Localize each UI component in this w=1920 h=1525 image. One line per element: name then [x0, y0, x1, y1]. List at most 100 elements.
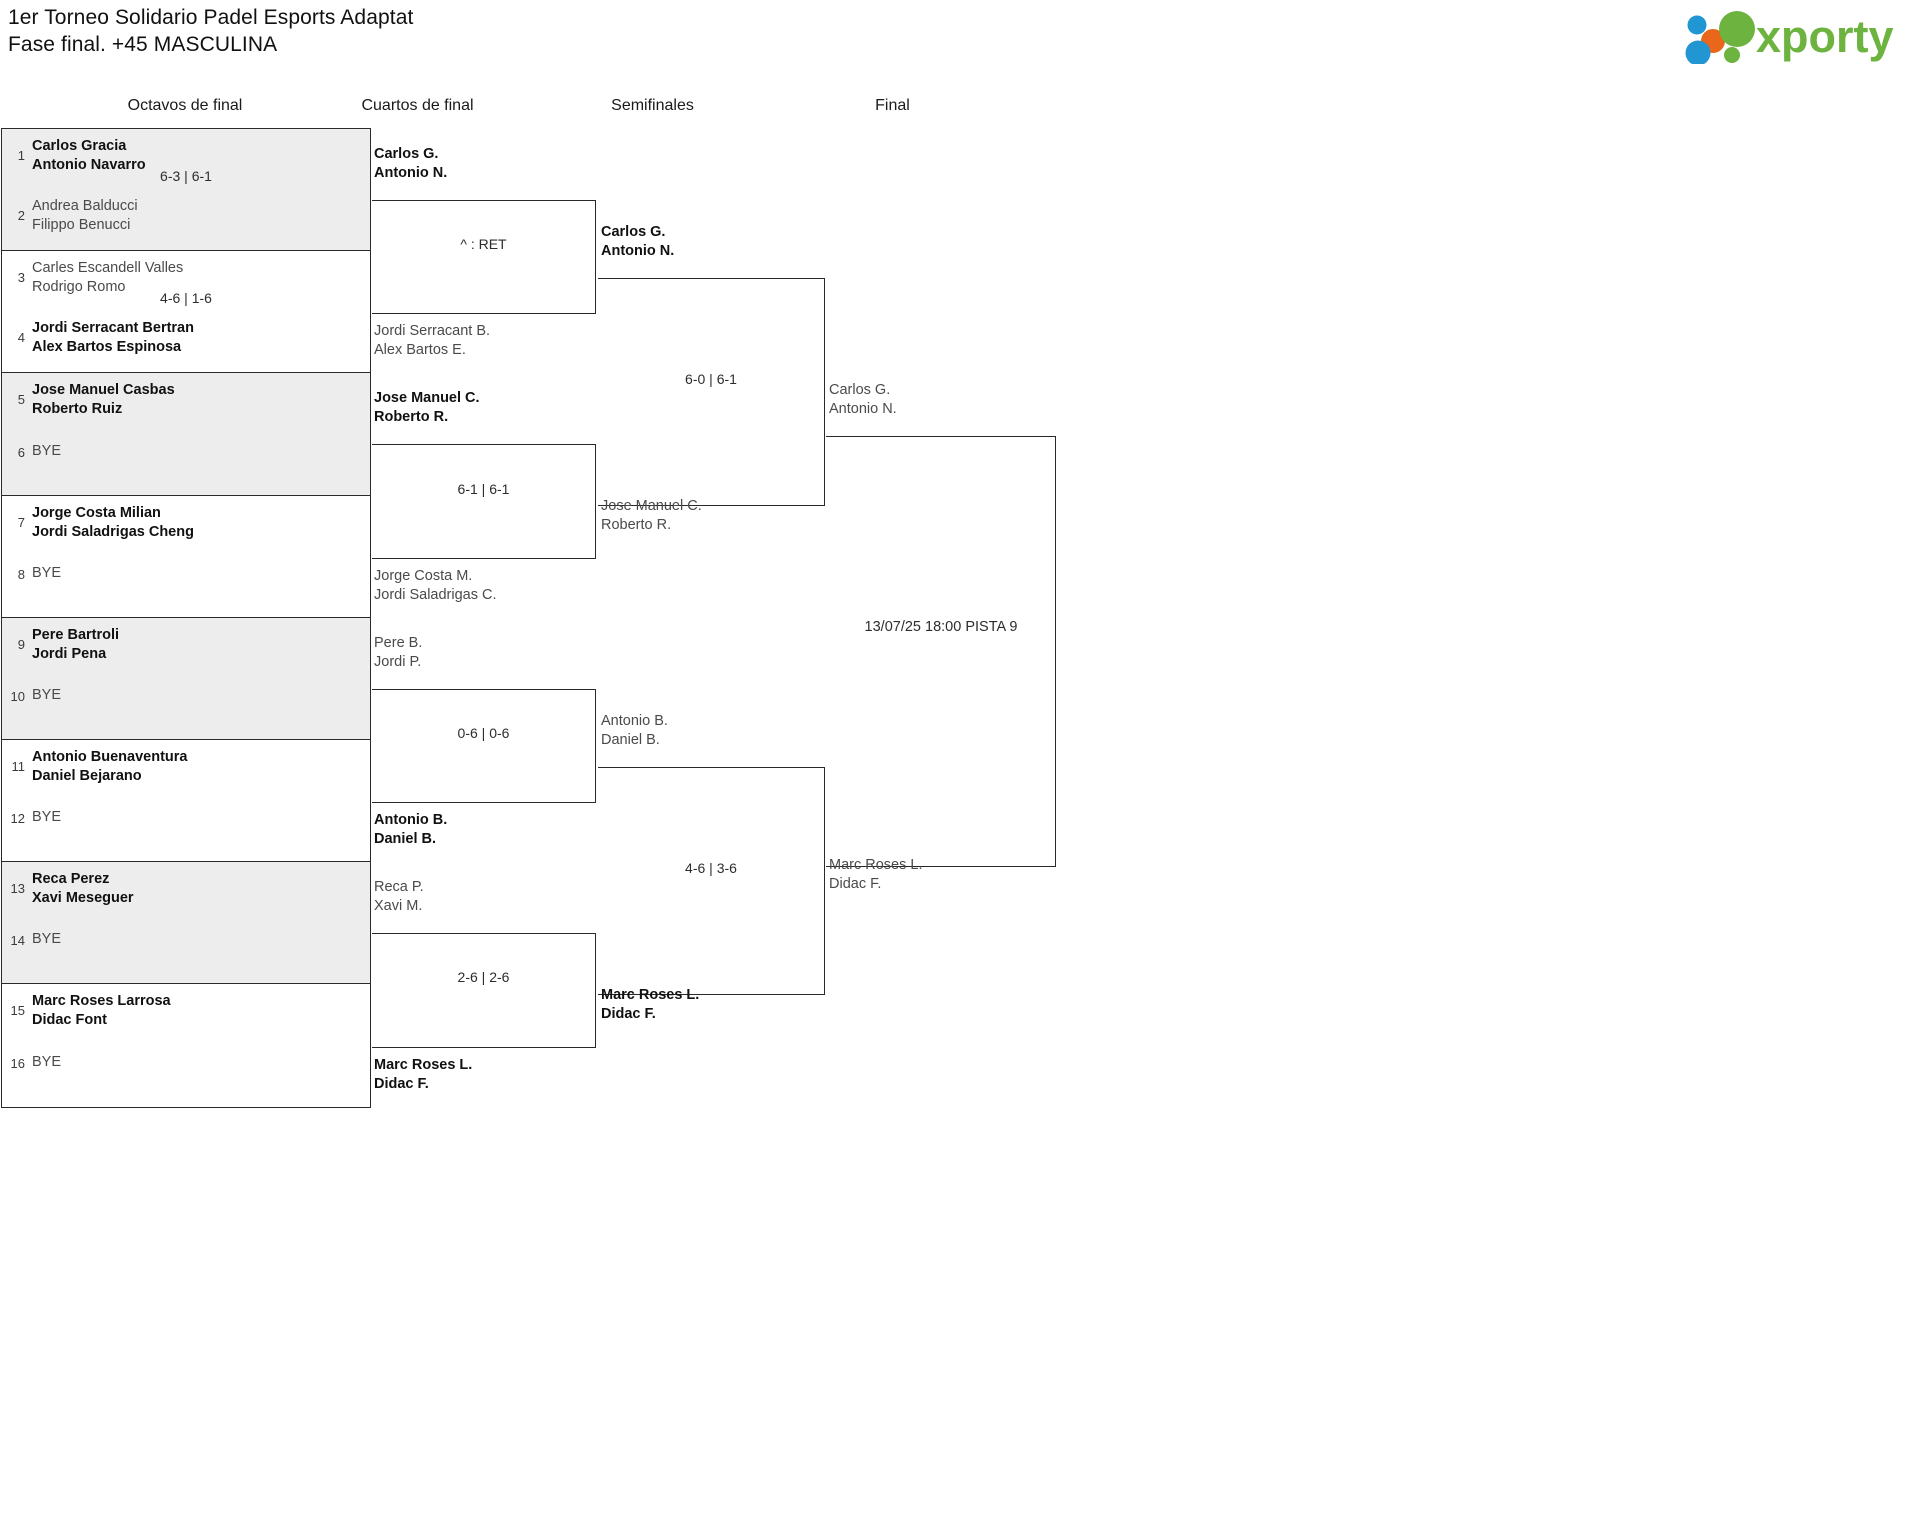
seed-number: 13 [10, 881, 25, 897]
round3-team-top[interactable]: Antonio B. Daniel B. [601, 712, 668, 750]
player-name-2: Antonio N. [601, 243, 675, 259]
player-name-2: Xavi Meseguer [32, 890, 134, 907]
player-name-1: Carlos G. [601, 224, 666, 240]
round2-team-bottom[interactable]: Jorge Costa M.Jordi Saladrigas C. [374, 567, 497, 605]
xporty-logo-svg: xporty [1685, 11, 1894, 66]
team-names: BYE [32, 1053, 61, 1072]
round3-team-bottom[interactable]: Jose Manuel C. Roberto R. [601, 497, 702, 535]
round2-team-top[interactable]: Jose Manuel C. Roberto R. [374, 389, 480, 427]
player-name-2: Roberto R. [374, 409, 449, 426]
round2-connector[interactable]: 0-6 | 0-6 [372, 688, 596, 804]
round3-team-top[interactable]: Carlos G. Antonio N. [601, 223, 674, 261]
player-name-2: Antonio N. [829, 401, 897, 417]
xporty-logo[interactable]: xporty [1680, 8, 1898, 66]
player-name-2: Antonio Navarro [32, 157, 146, 173]
tournament-title: 1er Torneo Solidario Padel Esports Adapt… [8, 6, 414, 29]
seed-number: 3 [17, 270, 25, 286]
seed-number: 11 [11, 758, 26, 774]
player-name-2: Daniel B. [374, 831, 437, 848]
player-name-1: Carlos G. [829, 382, 891, 398]
player-name-2: Didac F. [829, 875, 882, 892]
player-name-1: Carlos Gracia [32, 138, 127, 154]
seed-number: 16 [10, 1055, 25, 1071]
round-heading-semifinales: Semifinales [611, 97, 694, 114]
round2-team-top[interactable]: Pere B.Jordi P. [374, 634, 422, 672]
seed-number: 7 [17, 514, 25, 530]
team-names: BYE [32, 808, 61, 827]
round2-team-bottom[interactable]: Antonio B.Daniel B. [374, 811, 447, 849]
round3-connector[interactable]: 4-6 | 3-6 [598, 766, 825, 995]
player-name-1: Jose Manuel C. [601, 497, 702, 514]
round2-team-bottom[interactable]: Jordi Serracant B. Alex Bartos E. [374, 322, 490, 360]
seed-number: 10 [10, 688, 25, 704]
round-heading-cuartos: Cuartos de final [361, 97, 474, 114]
player-name-1: Antonio Buenaventura [32, 748, 188, 765]
round1-slot-bottom[interactable]: 10 BYE [2, 686, 370, 706]
player-name-1: Antonio B. [601, 712, 668, 729]
round2-team-top[interactable]: Reca P.Xavi M. [374, 878, 424, 916]
player-name-1: Marc Roses Larrosa [32, 993, 171, 1010]
match-score: 4-6 | 1-6 [160, 290, 212, 307]
bye-label: BYE [32, 686, 62, 703]
player-name-2: Rodrigo Romo [32, 279, 126, 296]
round4-team-bottom[interactable]: Marc Roses L. Didac F. [829, 856, 922, 894]
round3-connector[interactable]: 6-0 | 6-1 [598, 278, 825, 506]
logo-dot-green-large [1719, 11, 1755, 47]
round-heading-octavos: Octavos de final [127, 97, 243, 114]
tournament-subtitle: Fase final. +45 MASCULINA [8, 33, 278, 56]
seed-number: 14 [10, 933, 25, 949]
player-name-2: Roberto R. [601, 516, 672, 533]
round2-team-top[interactable]: Carlos G.Antonio N. [374, 145, 447, 183]
seed-number: 4 [17, 330, 25, 346]
round2-connector[interactable]: 6-1 | 6-1 [372, 444, 596, 559]
round2-team-bottom[interactable]: Marc Roses L. Didac F. [374, 1056, 472, 1094]
player-name-1: Jose Manuel C. [374, 390, 480, 407]
player-name-2: Daniel B. [601, 731, 660, 748]
player-name-1: Pere Bartroli [32, 626, 120, 643]
player-name-2: Alex Bartos E. [374, 342, 466, 359]
round4-team-top[interactable]: Carlos G. Antonio N. [829, 381, 897, 419]
round2-connector[interactable]: ^ : RET [372, 200, 596, 315]
player-name-1: Marc Roses L. [374, 1056, 473, 1073]
player-name-2: Jordi Pena [32, 645, 107, 662]
player-name-1: Marc Roses L. [829, 856, 923, 873]
round4-connector[interactable] [826, 436, 1056, 867]
round3-team-bottom[interactable]: Marc Roses L.Didac F. [601, 986, 699, 1024]
round1-slot-bottom[interactable]: 16 BYE [2, 1053, 370, 1073]
round2-connector[interactable]: 2-6 | 2-6 [372, 933, 596, 1048]
round-heading-final: Final [875, 97, 910, 114]
player-name-1: Jordi Serracant B. [374, 323, 491, 340]
player-name-1: Pere B. [374, 634, 423, 651]
player-name-2: Didac F. [374, 1075, 429, 1092]
